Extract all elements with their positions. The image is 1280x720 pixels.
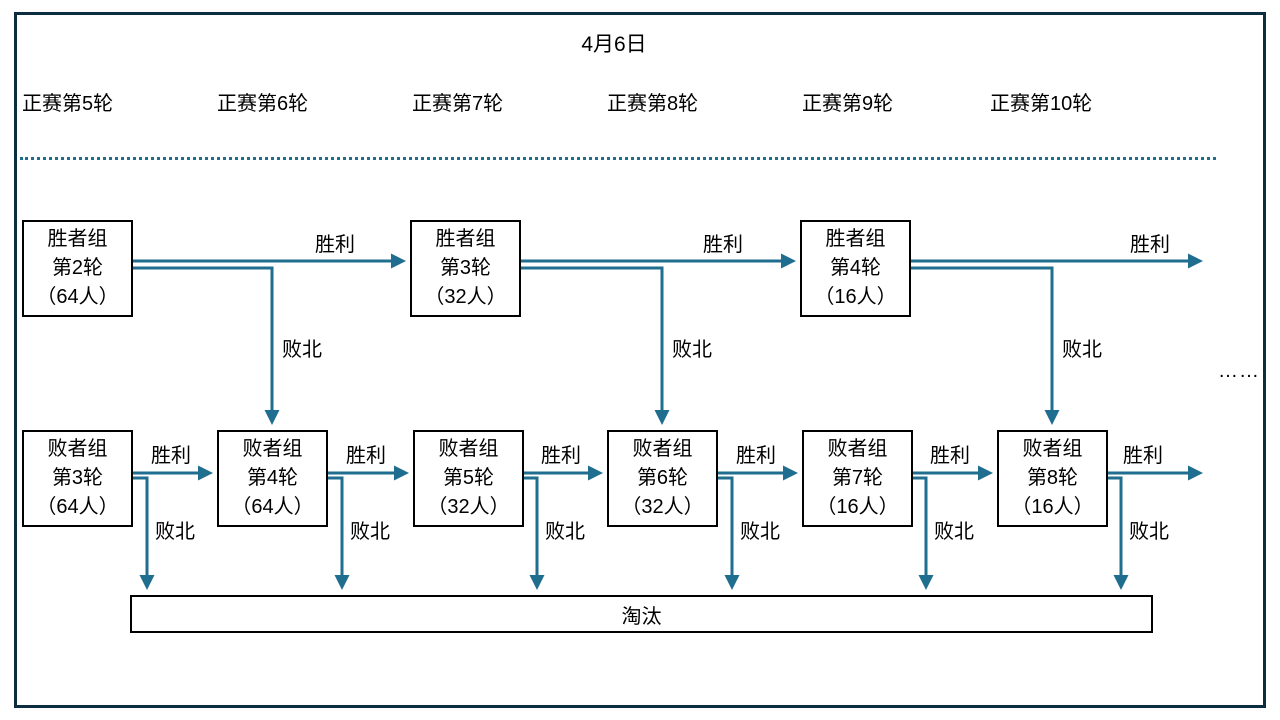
round-header-7: 正赛第7轮 [412,93,504,115]
loser-round7-box: 败者组 第7轮 （16人） [802,430,913,527]
continuation-ellipsis: …… [1218,360,1260,382]
winner-round2-box: 胜者组 第2轮 （64人） [22,220,133,317]
winner-round3-box: 胜者组 第3轮 （32人） [410,220,521,317]
eliminated-box: 淘汰 [130,595,1153,633]
loser-round3-box: 败者组 第3轮 （64人） [22,430,133,527]
winner-round4-box: 胜者组 第4轮 （16人） [800,220,911,317]
diagram-title: 4月6日 [581,33,647,56]
round-header-9: 正赛第9轮 [802,93,894,115]
round-header-5: 正赛第5轮 [22,93,114,115]
round-header-6: 正赛第6轮 [217,93,309,115]
lose-label: 败北 [672,339,712,361]
win-label: 胜利 [541,445,581,467]
win-label: 胜利 [930,445,970,467]
loser-round5-box: 败者组 第5轮 （32人） [413,430,524,527]
loser-round6-box: 败者组 第6轮 （32人） [607,430,718,527]
win-label: 胜利 [1130,234,1170,256]
lose-label: 败北 [1062,339,1102,361]
lose-label: 败北 [934,521,974,543]
win-label: 胜利 [703,234,743,256]
header-separator-dotted-line [20,157,1216,160]
lose-label: 败北 [1129,521,1169,543]
lose-label: 败北 [545,521,585,543]
win-label: 胜利 [151,445,191,467]
lose-label: 败北 [155,521,195,543]
lose-label: 败北 [350,521,390,543]
round-header-8: 正赛第8轮 [607,93,699,115]
win-label: 胜利 [1123,445,1163,467]
round-header-10: 正赛第10轮 [990,93,1093,115]
win-label: 胜利 [315,234,355,256]
lose-label: 败北 [740,521,780,543]
loser-round4-box: 败者组 第4轮 （64人） [217,430,328,527]
loser-round8-box: 败者组 第8轮 （16人） [997,430,1108,527]
win-label: 胜利 [736,445,776,467]
win-label: 胜利 [346,445,386,467]
lose-label: 败北 [282,339,322,361]
